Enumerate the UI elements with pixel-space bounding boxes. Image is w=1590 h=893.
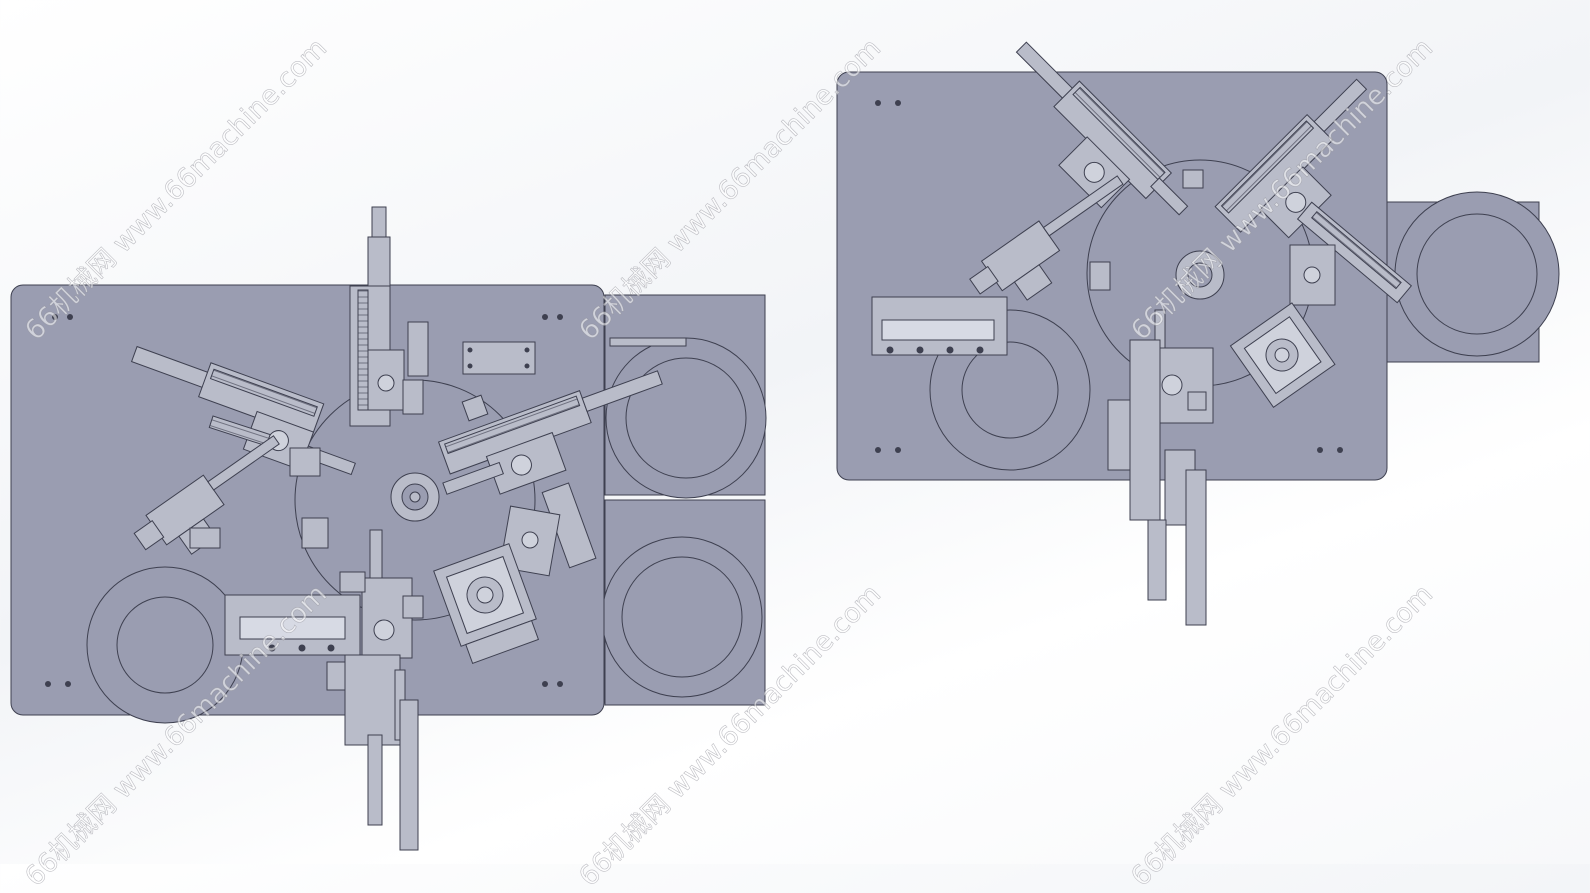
left-motor-block (433, 543, 540, 664)
left-reel (86, 566, 244, 724)
right-machine-view (836, 41, 1560, 626)
left-top-station (349, 206, 429, 427)
right-station-diagonal-right (1214, 78, 1368, 239)
left-bottom-station (326, 529, 424, 851)
left-label-plate (462, 341, 536, 375)
left-station-right (437, 370, 663, 495)
right-bottom-station (1107, 309, 1214, 626)
right-station-left (969, 175, 1124, 301)
right-motor-block (1229, 302, 1336, 409)
right-mount-holes (875, 100, 1343, 453)
cad-drawing-canvas (10, 41, 1560, 851)
left-machine-view (10, 206, 767, 851)
left-mount-holes (45, 314, 563, 687)
right-display-unit (871, 296, 1008, 356)
left-display-unit (224, 594, 361, 656)
right-station-feeder-arm (1296, 201, 1413, 304)
